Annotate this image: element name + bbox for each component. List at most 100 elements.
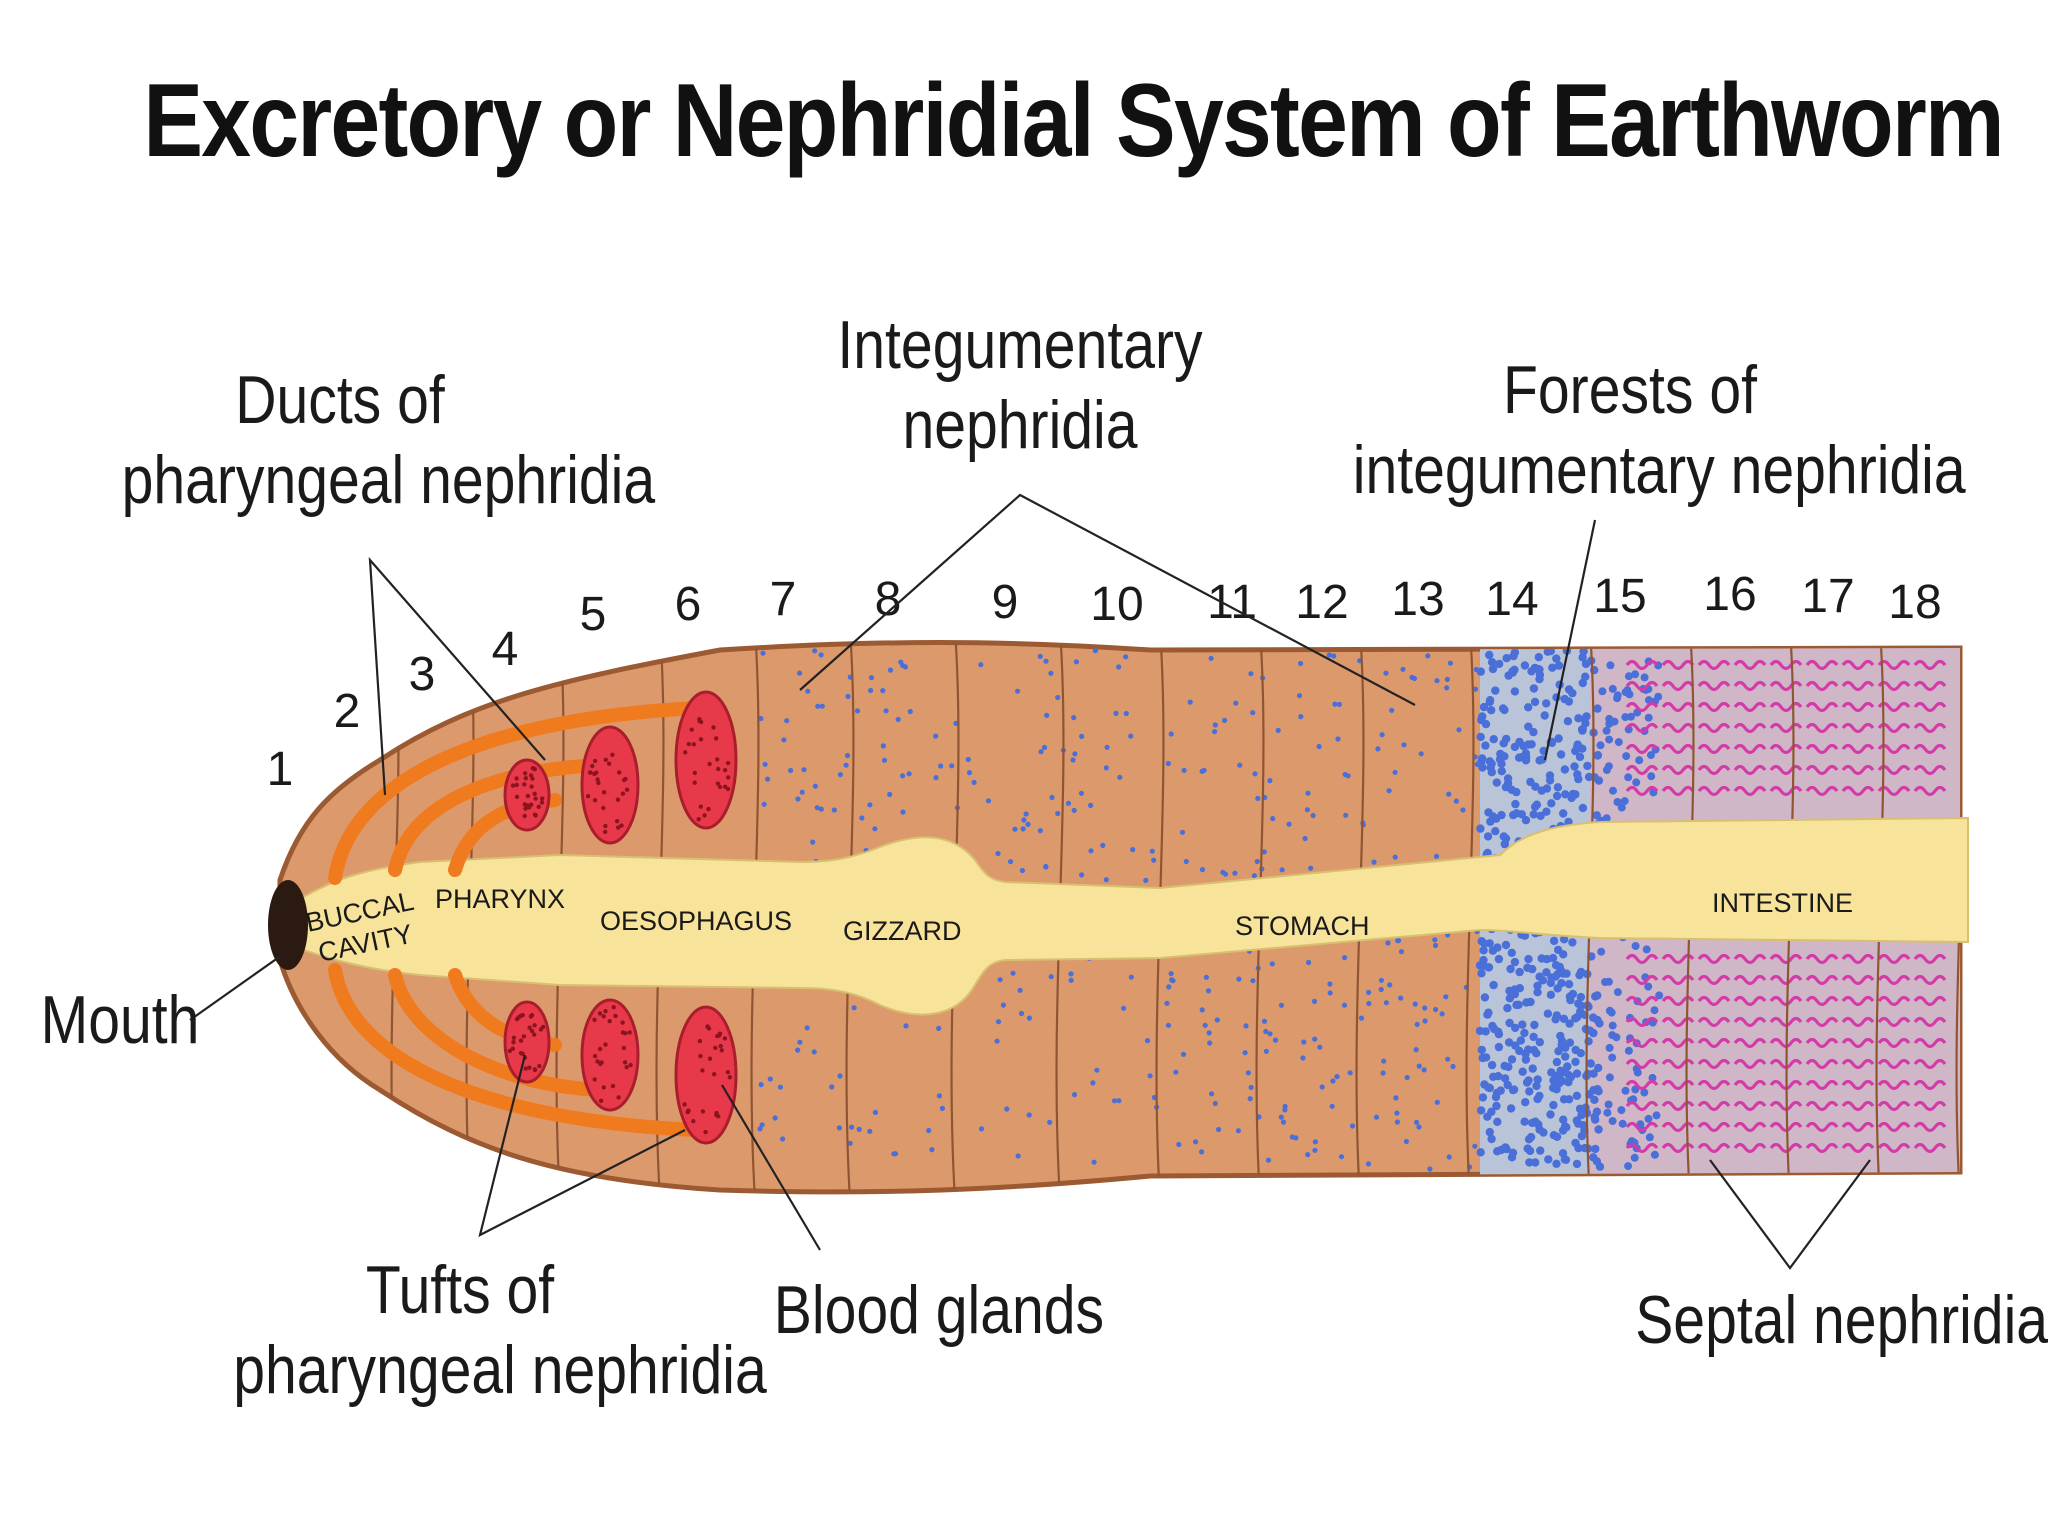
label-forests: Forests of integumentary nephridia (1352, 352, 1966, 508)
nephridium-dot (1183, 858, 1189, 865)
nephridium-dot (1015, 688, 1021, 694)
nephridium-dot (1574, 999, 1583, 1008)
nephridium-dot (1206, 1030, 1212, 1036)
nephridium-dot (1621, 1086, 1630, 1095)
nephridium-dot (1576, 992, 1586, 1002)
nephridium-dot (1531, 1158, 1540, 1167)
gland-speckle (518, 1038, 524, 1043)
septal-nephridium (1913, 953, 1947, 965)
nephridium-dot (1552, 791, 1562, 801)
nephridium-dot (1481, 1027, 1490, 1036)
organ-label-gizzard: GIZZARD (843, 916, 962, 946)
gland-speckle (539, 800, 545, 805)
nephridium-dot (1543, 1009, 1553, 1018)
gland-speckle (610, 1083, 616, 1089)
gland-speckle (522, 813, 527, 819)
nephridium-dot (1485, 696, 1495, 705)
gland-speckle (530, 776, 535, 781)
gland-speckle (592, 758, 598, 764)
nephridium-dot (1327, 990, 1333, 996)
nephridium-dot (1173, 1069, 1179, 1075)
nephridium-dot (1559, 809, 1568, 818)
nephridium-dot (1503, 774, 1513, 783)
nephridium-dot (1394, 1110, 1400, 1116)
septal-nephridium (1697, 1142, 1731, 1154)
nephridium-dot (1199, 1149, 1205, 1155)
nephridium-dot (1123, 710, 1129, 717)
nephridium-dot (1564, 1095, 1574, 1104)
nephridium-dot (1342, 771, 1348, 778)
septal-nephridium (1841, 1016, 1875, 1028)
nephridium-dot (995, 1019, 1002, 1025)
septal-nephridium (1805, 659, 1839, 671)
nephridium-dot (1311, 998, 1318, 1005)
nephridium-dot (1445, 1056, 1451, 1062)
nephridium-dot (1289, 1134, 1295, 1140)
nephridium-dot (1565, 1019, 1574, 1028)
segment-number: 10 (1090, 578, 1143, 631)
nephridium-dot (880, 743, 886, 749)
nephridium-dot (1570, 762, 1579, 771)
gland-speckle (714, 1112, 719, 1118)
nephridium-dot (1088, 848, 1094, 854)
septal-nephridium (1625, 764, 1659, 776)
nephridium-dot (1418, 751, 1424, 757)
nephridium-dot (1278, 1002, 1284, 1008)
nephridium-dot (891, 1151, 897, 1157)
nephridium-dot (867, 802, 873, 808)
nephridium-dot (1575, 752, 1585, 762)
gland-speckle (726, 775, 731, 780)
septal-nephridium (1697, 1121, 1731, 1133)
septal-nephridium (1733, 974, 1767, 986)
nephridium-dot (1552, 1132, 1562, 1142)
nephridium-dot (1180, 1051, 1187, 1057)
septal-nephridium (1697, 1100, 1731, 1112)
nephridium-dot (758, 715, 764, 722)
nephridium-dot (1443, 994, 1449, 1000)
nephridium-dot (1617, 1106, 1626, 1115)
nephridium-dot (1250, 710, 1256, 716)
nephridium-dot (887, 667, 894, 673)
septal-nephridium (1841, 1037, 1875, 1049)
nephridium-dot (997, 977, 1003, 983)
nephridium-dot (1434, 678, 1440, 684)
nephridium-dot (1216, 1126, 1222, 1133)
gland-speckle (700, 1068, 705, 1073)
gland-speckle (529, 1013, 535, 1018)
nephridium-dot (1544, 1155, 1553, 1164)
nephridium-dot (1209, 1091, 1215, 1097)
nephridium-dot (1305, 1152, 1311, 1158)
gland-speckle (521, 1034, 527, 1039)
nephridium-dot (929, 1147, 935, 1153)
segment-number: 14 (1485, 573, 1538, 626)
nephridium-dot (814, 805, 820, 811)
nephridium-dot (887, 791, 893, 798)
nephridium-dot (1620, 797, 1629, 806)
nephridium-dot (1432, 942, 1439, 949)
nephridium-dot (1165, 1022, 1172, 1028)
nephridium-dot (1542, 954, 1552, 964)
nephridium-dot (1472, 686, 1479, 692)
nephridium-dot (1530, 1020, 1539, 1030)
gland-speckle (627, 1030, 632, 1035)
nephridium-dot (780, 1136, 786, 1142)
septal-nephridium (1697, 680, 1731, 692)
gland-speckle (623, 776, 628, 782)
nephridium-dot (765, 776, 771, 782)
septal-nephridium (1877, 1121, 1911, 1133)
nephridium-dot (1242, 1050, 1248, 1056)
septal-nephridium (1877, 1079, 1911, 1091)
septal-nephridium (1733, 785, 1767, 797)
septal-nephridium (1913, 743, 1947, 755)
septal-nephridium (1697, 995, 1731, 1007)
septal-nephridium (1877, 659, 1911, 671)
nephridium-dot (1383, 670, 1389, 676)
nephridium-dot (1270, 816, 1276, 822)
nephridium-dot (1581, 659, 1591, 669)
nephridium-dot (1071, 807, 1077, 814)
septal-nephridium (1877, 1100, 1911, 1112)
nephridium-dot (1502, 654, 1511, 663)
nephridium-dot (1581, 1103, 1590, 1112)
nephridium-dot (1181, 767, 1187, 774)
nephridium-dot (819, 703, 825, 709)
